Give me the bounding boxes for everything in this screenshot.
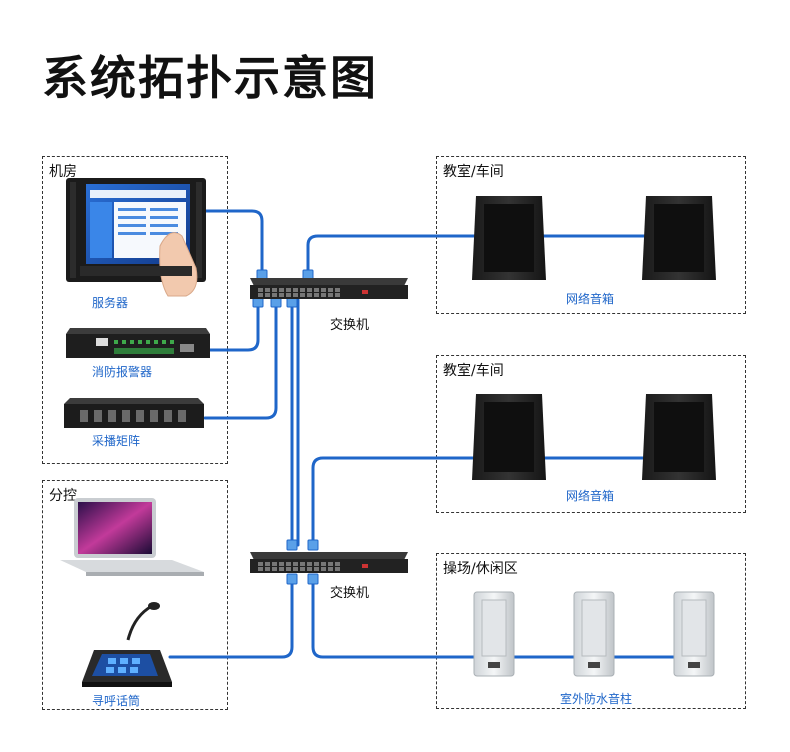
sub-control-group: 分控 bbox=[42, 480, 228, 710]
column-speaker-icon bbox=[673, 591, 715, 677]
connector-icon bbox=[307, 573, 319, 585]
cable-switch-to-columns bbox=[311, 578, 692, 659]
playground-label: 操场/休闲区 bbox=[443, 561, 518, 577]
connector-icon bbox=[286, 539, 298, 551]
classroom-label-1: 教室/车间 bbox=[443, 164, 504, 180]
speaker-caption-1: 网络音箱 bbox=[566, 292, 615, 306]
network-speaker-icon bbox=[472, 394, 546, 480]
page-title: 系统拓扑示意图 bbox=[42, 51, 378, 105]
matrix-caption: 采播矩阵 bbox=[92, 434, 141, 448]
connector-icon bbox=[307, 539, 319, 551]
paging-mic-caption: 寻呼话筒 bbox=[92, 694, 141, 708]
classroom-group-2: 教室/车间 bbox=[436, 355, 746, 513]
cables bbox=[168, 209, 692, 659]
switch-2-label: 交换机 bbox=[330, 586, 370, 601]
rj45-connectors bbox=[252, 269, 319, 585]
laptop-icon bbox=[60, 498, 204, 576]
machine-room-group: 机房 bbox=[42, 156, 228, 464]
cable-switch-to-speakers-1 bbox=[306, 234, 652, 277]
network-speaker-icon bbox=[642, 394, 716, 480]
cable-paging-mic bbox=[168, 578, 294, 659]
column-speaker-icon bbox=[573, 591, 615, 677]
server-icon bbox=[66, 178, 206, 297]
connector-icon bbox=[286, 573, 298, 585]
column-speaker-caption: 室外防水音柱 bbox=[560, 692, 633, 706]
sub-control-label: 分控 bbox=[49, 488, 77, 504]
switch-2-icon bbox=[250, 552, 408, 573]
cable-fire-alarm bbox=[208, 298, 260, 352]
column-speaker-icon bbox=[473, 591, 515, 677]
speaker-caption-2: 网络音箱 bbox=[566, 489, 615, 503]
playground-group: 操场/休闲区 bbox=[436, 553, 746, 709]
switch-1-label: 交换机 bbox=[330, 318, 370, 333]
switch-1-icon bbox=[250, 278, 408, 299]
classroom-label-2: 教室/车间 bbox=[443, 363, 504, 379]
paging-mic-icon bbox=[82, 602, 172, 687]
cable-server bbox=[203, 209, 264, 277]
machine-room-label: 机房 bbox=[49, 164, 77, 180]
network-speaker-icon bbox=[642, 196, 716, 280]
matrix-icon bbox=[64, 398, 204, 428]
network-speaker-icon bbox=[472, 196, 546, 280]
cable-switch-to-speakers-2 bbox=[311, 456, 652, 547]
fire-alarm-icon bbox=[66, 328, 210, 358]
cable-matrix bbox=[203, 298, 278, 420]
fire-alarm-caption: 消防报警器 bbox=[92, 365, 153, 379]
server-caption: 服务器 bbox=[92, 296, 129, 310]
